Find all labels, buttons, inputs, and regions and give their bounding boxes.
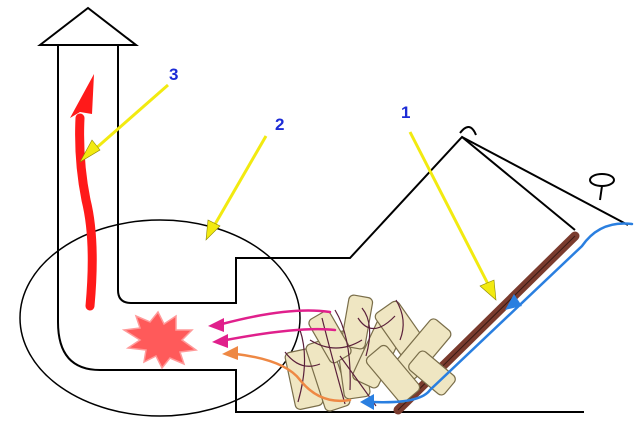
hot-flow-line <box>75 113 97 311</box>
air-arrowhead <box>360 394 374 410</box>
stove-outline <box>37 6 629 413</box>
air-arrowhead-mid <box>505 294 522 310</box>
gas-flow-arrowhead <box>212 334 228 348</box>
lid-hinge <box>459 126 477 136</box>
leader-arrow-3 <box>79 83 169 163</box>
twig <box>297 329 306 403</box>
label-3: 3 <box>169 65 178 84</box>
chimney-outer-wall <box>57 45 584 413</box>
twig <box>361 307 371 357</box>
gas-flow-arrowhead <box>222 346 238 360</box>
wood-pile <box>284 294 456 412</box>
chimney-inner-wall <box>117 45 576 304</box>
wood-piece <box>408 350 456 396</box>
twig <box>357 315 396 330</box>
twigs <box>284 299 404 407</box>
air-inflow <box>360 222 634 410</box>
leader-arrow-2 <box>205 135 268 241</box>
explosion-icon <box>121 310 198 370</box>
leader-arrow-1 <box>408 131 497 301</box>
twig <box>334 309 351 391</box>
combustion-zone-ellipse <box>19 219 301 417</box>
gas-flow-magenta-2 <box>224 327 337 342</box>
air-flow-line <box>370 222 634 404</box>
wood-piece <box>365 344 421 404</box>
gas-flow-magenta-1 <box>220 309 332 326</box>
label-1: 1 <box>401 103 410 122</box>
gas-flows <box>208 309 352 403</box>
fuel-chute-edge <box>397 235 576 411</box>
leader-arrows <box>79 83 497 301</box>
twig <box>395 299 404 341</box>
gas-flow-arrowhead <box>208 318 224 332</box>
hot-flow <box>70 74 97 311</box>
label-2: 2 <box>275 115 284 134</box>
gas-flow-orange <box>234 352 352 403</box>
twig <box>284 351 321 367</box>
hot-flow-arrowhead <box>70 74 94 118</box>
handle-icon <box>589 173 615 201</box>
twig <box>321 317 346 405</box>
lid <box>461 136 629 226</box>
chimney-arrow <box>37 6 139 46</box>
twig <box>309 339 363 349</box>
